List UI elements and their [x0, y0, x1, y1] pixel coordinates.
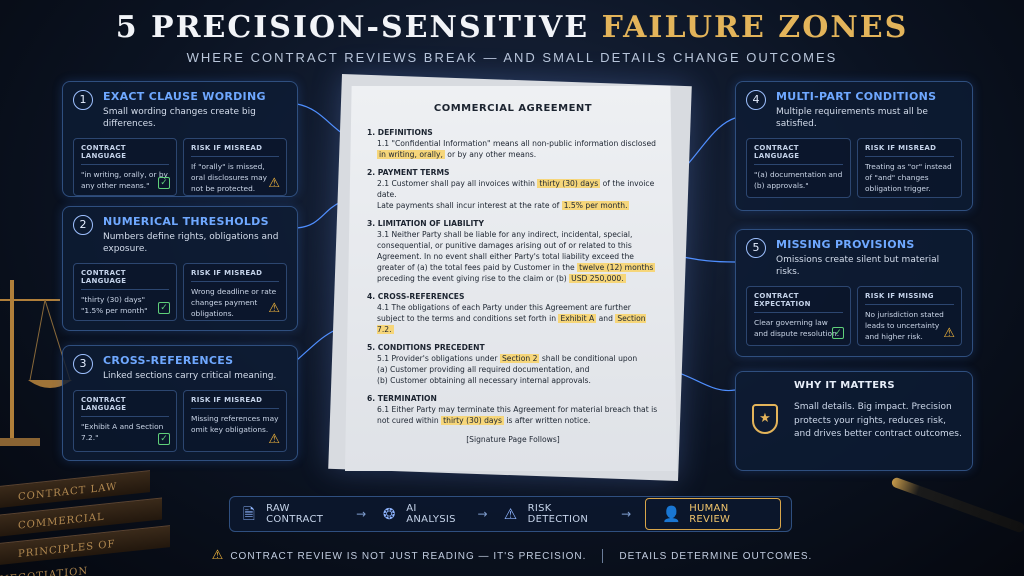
section-body: 4.1 The obligations of each Party under … — [377, 302, 646, 334]
warning-icon: ⚠ — [943, 326, 955, 342]
box-heading: CONTRACT LANGUAGE — [81, 144, 127, 161]
card-title: EXACT CLAUSE WORDING — [103, 90, 266, 103]
title-gold: FAILURE ZONES — [601, 10, 909, 45]
check-icon: ✓ — [158, 433, 170, 446]
card-description: Small wording changes create big differe… — [103, 107, 256, 130]
scales-of-justice-icon — [0, 280, 72, 446]
warning-icon: ⚠ — [268, 301, 280, 317]
section-heading: 2. PAYMENT TERMS — [367, 167, 450, 177]
risk-box: RISK IF MISREAD Wrong deadline or rate c… — [183, 263, 287, 322]
card-description: Multiple requirements must all be satisf… — [776, 107, 928, 130]
contract-language-box: CONTRACT LANGUAGE "(a) documentation and… — [746, 138, 851, 199]
section-body: 5.1 Provider's obligations under Section… — [377, 353, 638, 385]
card-title: CROSS-REFERENCES — [103, 354, 234, 367]
step-human-review: 👤HUMAN REVIEW — [645, 498, 781, 530]
why-it-matters-card: WHY IT MATTERS ★ Small details. Big impa… — [735, 371, 973, 471]
contract-language-box: CONTRACT LANGUAGE "thirty (30) days" "1.… — [73, 263, 177, 322]
title-main: 5 PRECISION-SENSITIVE — [115, 10, 602, 45]
risk-box: RISK IF MISSING No jurisdiction stated l… — [857, 286, 962, 347]
card-multi-part-conditions: 4 MULTI-PART CONDITIONS Multiple require… — [735, 81, 973, 211]
section-heading: 1. DEFINITIONS — [367, 127, 433, 137]
box-text: If "orally" is missed, oral disclosures … — [191, 162, 267, 193]
warning-icon: ⚠ — [211, 547, 225, 562]
card-description: Linked sections carry critical meaning. — [103, 371, 277, 381]
box-heading: CONTRACT LANGUAGE — [81, 269, 127, 286]
section-body: 2.1 Customer shall pay all invoices with… — [377, 178, 655, 210]
section-body: 3.1 Neither Party shall be liable for an… — [377, 229, 656, 283]
footer-left: CONTRACT REVIEW IS NOT JUST READING — IT… — [230, 551, 587, 562]
fountain-pen — [890, 476, 1024, 534]
card-exact-clause-wording: 1 EXACT CLAUSE WORDING Small wording cha… — [62, 81, 298, 197]
footer-right: DETAILS DETERMINE OUTCOMES. — [619, 551, 813, 562]
section-body: 6.1 Either Party may terminate this Agre… — [377, 404, 658, 425]
person-icon: 👤 — [662, 505, 682, 523]
section-heading: 4. CROSS-REFERENCES — [367, 291, 465, 301]
step-risk-detection: ⚠RISK DETECTION — [502, 503, 608, 525]
card-number: 4 — [746, 90, 766, 110]
footer-tagline: ⚠ CONTRACT REVIEW IS NOT JUST READING — I… — [0, 547, 1024, 564]
alert-triangle-icon: ⚠ — [503, 505, 518, 523]
arrow-right-icon: → — [621, 507, 632, 521]
arrow-right-icon: → — [477, 507, 488, 521]
risk-box: RISK IF MISREAD Missing references may o… — [183, 390, 287, 453]
box-heading: CONTRACT EXPECTATION — [754, 292, 811, 309]
card-number: 3 — [73, 354, 93, 374]
box-text: Clear governing law and dispute resoluti… — [754, 318, 840, 339]
box-heading: CONTRACT LANGUAGE — [81, 396, 127, 413]
card-title: MISSING PROVISIONS — [776, 238, 915, 251]
arrow-right-icon: → — [356, 507, 367, 521]
risk-box: RISK IF MISREAD If "orally" is missed, o… — [183, 138, 287, 197]
check-icon: ✓ — [158, 302, 170, 315]
card-missing-provisions: 5 MISSING PROVISIONS Omissions create si… — [735, 229, 973, 357]
why-title: WHY IT MATTERS — [794, 380, 895, 391]
card-numerical-thresholds: 2 NUMERICAL THRESHOLDS Numbers define ri… — [62, 206, 298, 331]
box-heading: RISK IF MISREAD — [865, 144, 937, 153]
contract-document: COMMERCIAL AGREEMENT 1. DEFINITIONS 1.1 … — [345, 86, 677, 471]
box-heading: RISK IF MISSING — [865, 292, 934, 301]
step-raw-contract: 🗎RAW CONTRACT — [240, 503, 342, 525]
box-heading: RISK IF MISREAD — [191, 144, 263, 153]
box-heading: CONTRACT LANGUAGE — [754, 144, 800, 161]
document-icon: 🗎 — [242, 505, 256, 523]
box-text: No jurisdiction stated leads to uncertai… — [865, 310, 944, 341]
section-heading: 3. LIMITATION OF LIABILITY — [367, 218, 484, 228]
card-number: 1 — [73, 90, 93, 110]
shield-star-icon: ★ — [752, 404, 778, 434]
brain-icon: ❂ — [382, 505, 396, 523]
review-pipeline: 🗎RAW CONTRACT → ❂AI ANALYSIS → ⚠RISK DET… — [229, 496, 792, 532]
contract-expectation-box: CONTRACT EXPECTATION Clear governing law… — [746, 286, 851, 347]
step-ai-analysis: ❂AI ANALYSIS — [380, 503, 463, 525]
page-title: 5 PRECISION-SENSITIVE FAILURE ZONES — [0, 10, 1024, 45]
box-text: "thirty (30) days" "1.5% per month" — [81, 295, 148, 316]
card-description: Omissions create silent but material ris… — [776, 255, 940, 278]
warning-icon: ⚠ — [268, 432, 280, 448]
risk-box: RISK IF MISREAD Treating as "or" instead… — [857, 138, 962, 199]
document-title: COMMERCIAL AGREEMENT — [433, 103, 593, 114]
box-heading: RISK IF MISREAD — [191, 396, 263, 405]
box-text: "Exhibit A and Section 7.2." — [81, 422, 164, 442]
card-number: 5 — [746, 238, 766, 258]
card-title: MULTI-PART CONDITIONS — [776, 90, 937, 103]
box-text: Missing references may omit key obligati… — [191, 414, 279, 434]
section-heading: 5. CONDITIONS PRECEDENT — [367, 342, 485, 352]
check-icon: ✓ — [158, 177, 170, 190]
page-subtitle: WHERE CONTRACT REVIEWS BREAK — AND SMALL… — [186, 50, 838, 65]
contract-language-box: CONTRACT LANGUAGE "in writing, orally, o… — [73, 138, 177, 197]
signature-note: [Signature Page Follows] — [466, 434, 560, 444]
warning-icon: ⚠ — [268, 176, 280, 192]
card-cross-references: 3 CROSS-REFERENCES Linked sections carry… — [62, 345, 298, 461]
box-text: Wrong deadline or rate changes payment o… — [191, 287, 277, 318]
card-description: Numbers define rights, obligations and e… — [103, 232, 279, 255]
contract-language-box: CONTRACT LANGUAGE "Exhibit A and Section… — [73, 390, 177, 453]
box-heading: RISK IF MISREAD — [191, 269, 263, 278]
why-text: Small details. Big impact. Precision pro… — [794, 402, 962, 439]
section-body: 1.1 "Confidential Information" means all… — [377, 138, 656, 159]
card-number: 2 — [73, 215, 93, 235]
section-heading: 6. TERMINATION — [367, 393, 437, 403]
check-icon: ✓ — [832, 327, 844, 340]
box-text: Treating as "or" instead of "and" change… — [865, 162, 952, 193]
box-text: "(a) documentation and (b) approvals." — [754, 170, 843, 191]
box-text: "in writing, orally, or by any other mea… — [81, 170, 168, 191]
card-title: NUMERICAL THRESHOLDS — [103, 215, 269, 228]
